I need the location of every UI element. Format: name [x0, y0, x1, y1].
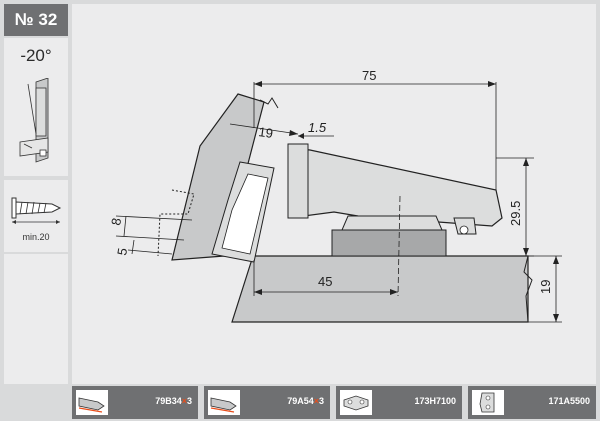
model-number-badge: № 32: [4, 4, 68, 36]
mounting-plate-icon: [340, 390, 372, 415]
mounting-plate: [331, 229, 447, 257]
blank-card: [4, 254, 68, 384]
hinge-diagram: 75 19 1.5 29.5 8 5: [108, 68, 562, 323]
dim-45-arrow-right: [390, 289, 398, 295]
angled-cabinet-icon: [19, 78, 49, 163]
cabinet-side-panel: [231, 255, 529, 323]
dim-19-top-arrow: [289, 130, 298, 136]
arm-screw-head: [459, 225, 469, 235]
dim-5-ext: [127, 249, 173, 255]
mounting-plate-top: [341, 215, 443, 231]
dim-19-top-line: [229, 123, 299, 135]
code-prefix: 79B34: [155, 396, 182, 406]
dim-19-right-arrow-top: [553, 256, 559, 264]
hinge-cup-inner: [221, 173, 269, 255]
part-code-171a5500[interactable]: 171A5500: [468, 386, 596, 419]
code-prefix: 79A54: [287, 396, 314, 406]
dim-29-5-arrow-bottom: [523, 248, 529, 256]
part-code-79a54[interactable]: 79A54×3: [204, 386, 330, 419]
screw-length-label: min.20: [22, 232, 50, 242]
dim-19-top-label: 19: [258, 124, 274, 141]
dim-5-line: [131, 239, 135, 255]
dim-1-5-arrow: [298, 133, 304, 139]
opening-angle-card: -20°: [4, 38, 68, 176]
hinge-knuckle: [287, 143, 309, 219]
dim-75-label: 75: [362, 68, 376, 83]
model-number: № 32: [14, 10, 58, 29]
code-multiplier: ×: [313, 396, 319, 406]
code-prefix: 171A5500: [548, 396, 590, 406]
screw-icon: [11, 197, 62, 224]
code-suffix: 3: [318, 396, 324, 406]
panel-break-line: [523, 255, 533, 323]
hinge-arm-icon: [76, 390, 108, 415]
dim-75-arrow-left: [254, 81, 262, 87]
dim-45-label: 45: [318, 274, 332, 289]
dim-5-label: 5: [114, 247, 130, 257]
dim-19-right-arrow-bottom: [553, 314, 559, 322]
dim-75-arrow-right: [488, 81, 496, 87]
dim-8-label: 8: [108, 217, 124, 227]
hidden-door-outline: [157, 189, 195, 257]
angled-door: [171, 93, 265, 261]
dim-8-line: [123, 215, 127, 237]
diagram-panel: 75 19 1.5 29.5 8 5: [72, 4, 596, 384]
code-suffix: 3: [186, 396, 192, 406]
code-multiplier: ×: [181, 396, 187, 406]
part-code-79b34[interactable]: 79B34×3: [72, 386, 198, 419]
dim-8-ext-b: [115, 235, 185, 241]
dim-29-5-arrow-top: [523, 158, 529, 166]
dim-45-arrow-left: [254, 289, 262, 295]
code-prefix: 173H7100: [414, 396, 456, 406]
part-code-footer: 79B34×3 79A54×3 173H7100 171A5500: [72, 386, 596, 419]
opening-angle-label: -20°: [20, 46, 52, 65]
hinge-arm-icon: [208, 390, 240, 415]
sidebar: № 32 -20°: [0, 0, 70, 421]
dim-8-ext-a: [115, 215, 193, 221]
hinge-arm: [289, 147, 503, 227]
screw-card: min.20: [4, 180, 68, 252]
clip-plate-icon: [472, 390, 504, 415]
dim-19-right-label: 19: [538, 280, 553, 294]
door-top-notch: [259, 97, 279, 109]
plate-centerline: [397, 195, 401, 297]
part-code-173h7100[interactable]: 173H7100: [336, 386, 462, 419]
dim-29-5-label: 29.5: [508, 201, 523, 226]
dim-1-5-label: 1.5: [308, 120, 327, 135]
